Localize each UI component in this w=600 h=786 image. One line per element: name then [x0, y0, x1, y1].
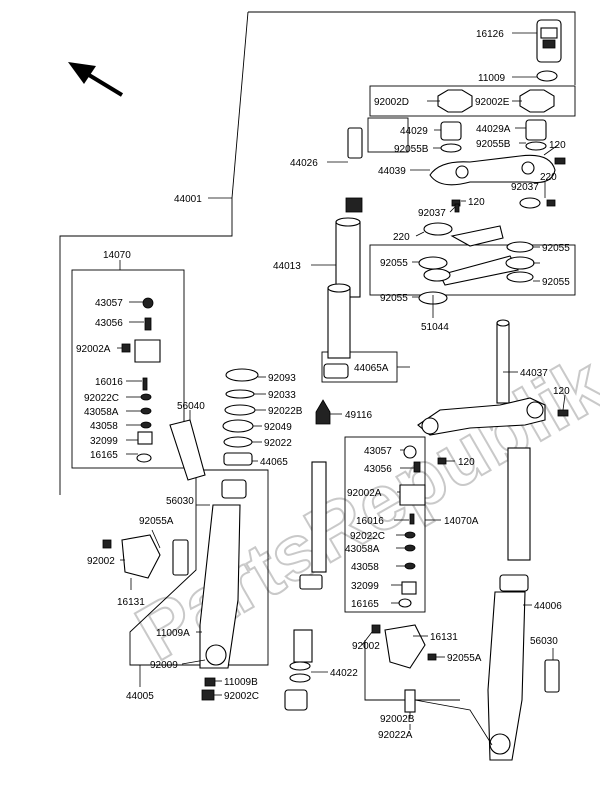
label-92022: 92022: [264, 438, 292, 449]
label-44001: 44001: [174, 194, 202, 205]
label-92022C-left: 92022C: [84, 393, 119, 404]
fork-leg-left: [102, 479, 247, 701]
inner-tube-left: [323, 127, 363, 379]
label-92002E: 92002E: [475, 97, 510, 108]
label-92055A-right: 92055A: [447, 653, 482, 664]
label-44026: 44026: [290, 158, 318, 169]
label-43056-right: 43056: [364, 464, 392, 475]
inner-tube-right: [284, 461, 327, 711]
label-32099-right: 32099: [351, 581, 379, 592]
label-220-bearing: 220: [393, 232, 410, 243]
label-44037: 44037: [520, 368, 548, 379]
label-43057-right: 43057: [364, 446, 392, 457]
label-220-top: 220: [540, 172, 557, 183]
leader-lines: [117, 32, 566, 730]
label-16131-right: 16131: [430, 632, 458, 643]
label-43058A-left: 43058A: [84, 407, 119, 418]
label-14070: 14070: [103, 250, 131, 261]
label-44039: 44039: [378, 166, 406, 177]
label-92002A-right: 92002A: [347, 488, 382, 499]
label-92055-a: 92055: [542, 243, 570, 254]
label-16165-right: 16165: [351, 599, 379, 610]
label-44029A: 44029A: [476, 124, 511, 135]
part-labels: 16126 11009 92002D 92002E 44029 44029A 9…: [76, 29, 570, 741]
label-92037-right: 92037: [511, 182, 539, 193]
label-16016-right: 16016: [356, 516, 384, 527]
label-14070A: 14070A: [444, 516, 479, 527]
label-43056-left: 43056: [95, 318, 123, 329]
label-16131-left: 16131: [117, 597, 145, 608]
label-92009: 92009: [150, 660, 178, 671]
label-92055-c: 92055: [542, 277, 570, 288]
label-92055B-right: 92055B: [476, 139, 511, 150]
group-outlines: [59, 11, 576, 701]
label-92049: 92049: [264, 422, 292, 433]
label-43058-right: 43058: [351, 562, 379, 573]
label-16016-left: 16016: [95, 377, 123, 388]
seal-stack-left: [222, 368, 331, 466]
label-44005: 44005: [126, 691, 154, 702]
label-11009A: 11009A: [156, 628, 190, 639]
label-11009B: 11009B: [224, 677, 258, 688]
label-92002-left: 92002: [87, 556, 115, 567]
label-44065A: 44065A: [354, 363, 389, 374]
label-56040: 56040: [177, 401, 205, 412]
label-92002C: 92002C: [224, 691, 259, 702]
label-92055-b: 92055: [380, 258, 408, 269]
label-44013: 44013: [273, 261, 301, 272]
label-92002D: 92002D: [374, 97, 409, 108]
label-43058-left: 43058: [90, 421, 118, 432]
label-92002-right: 92002: [352, 641, 380, 652]
label-16165-left: 16165: [90, 450, 118, 461]
label-44029: 44029: [400, 126, 428, 137]
steering-stem: [417, 319, 569, 436]
cap-parts-left: [121, 297, 206, 481]
label-43058A-right: 43058A: [345, 544, 380, 555]
label-43057-left: 43057: [95, 298, 123, 309]
label-120-cap: 120: [458, 457, 475, 468]
label-92033: 92033: [268, 390, 296, 401]
label-92002B: 92002B: [380, 714, 415, 725]
label-51044: 51044: [421, 322, 449, 333]
label-56030-right: 56030: [530, 636, 558, 647]
label-92055-d: 92055: [380, 293, 408, 304]
arrow-up-left-icon: [68, 62, 124, 97]
label-44022: 44022: [330, 668, 358, 679]
label-92055A-left: 92055A: [139, 516, 174, 527]
label-92002A-left: 92002A: [76, 344, 111, 355]
label-16126: 16126: [476, 29, 504, 40]
top-cap-parts: [429, 19, 566, 213]
fork-leg-right: [371, 447, 560, 761]
label-92093: 92093: [268, 373, 296, 384]
label-120-top: 120: [549, 140, 566, 151]
label-44065: 44065: [260, 457, 288, 468]
label-92055B-left: 92055B: [394, 144, 429, 155]
label-11009: 11009: [478, 73, 506, 84]
label-92022B: 92022B: [268, 406, 303, 417]
label-92022C-right: 92022C: [350, 531, 385, 542]
steering-bearing-parts: [418, 222, 535, 305]
label-92022A: 92022A: [378, 730, 413, 741]
label-120-stem: 120: [553, 386, 570, 397]
label-44006: 44006: [534, 601, 562, 612]
label-92037-left: 92037: [418, 208, 446, 219]
label-120-mid: 120: [468, 197, 485, 208]
label-49116: 49116: [345, 410, 373, 421]
label-56030-left: 56030: [166, 496, 194, 507]
label-32099-left: 32099: [90, 436, 118, 447]
